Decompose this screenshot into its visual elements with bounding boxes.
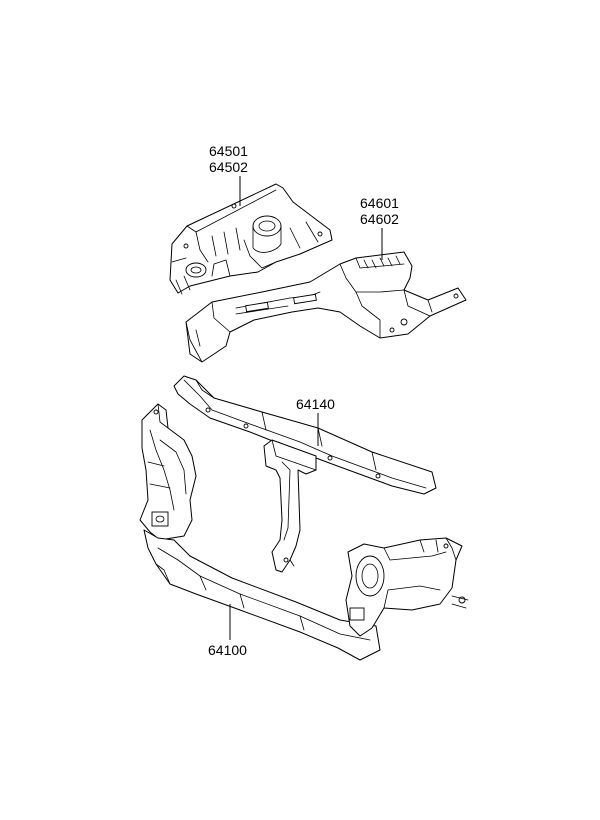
front-side-member-part: [185, 251, 467, 363]
part-number-64501: 64501: [209, 143, 248, 159]
part-number-64602: 64602: [360, 211, 399, 227]
part-number-64100: 64100: [208, 642, 247, 658]
fender-apron-part: [169, 183, 333, 295]
part-number-64140: 64140: [296, 396, 335, 412]
upper-crossmember-part: [173, 375, 437, 573]
radiator-support-part: [139, 403, 469, 661]
part-number-64502: 64502: [209, 159, 248, 175]
part-number-64601: 64601: [360, 195, 399, 211]
